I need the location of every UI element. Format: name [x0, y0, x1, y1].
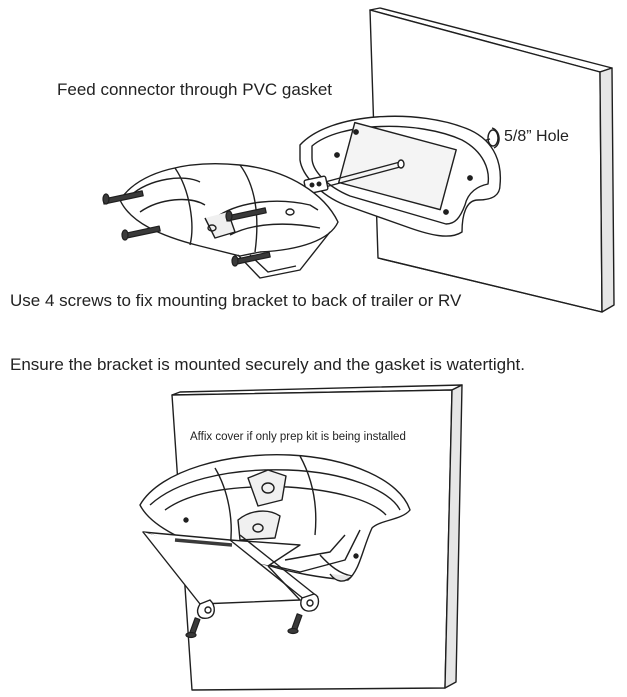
ensure-instruction: Ensure the bracket is mounted securely a… — [10, 355, 525, 374]
screw-top-3 — [225, 207, 267, 222]
screw-bottom-left — [185, 617, 201, 639]
affix-cover-label: Affix cover if only prep kit is being in… — [190, 431, 406, 443]
affix-cover-plate — [142, 531, 320, 619]
screw-top-1 — [102, 190, 144, 205]
screw-top-4 — [231, 251, 271, 267]
pvc-gasket — [299, 115, 502, 237]
feed-connector-label: Feed connector through PVC gasket — [57, 80, 332, 99]
hole-size-label: 5/8” Hole — [504, 128, 569, 145]
screw-top-2 — [121, 225, 161, 241]
bottom-installed-view — [139, 384, 463, 691]
screws-instruction: Use 4 screws to fix mounting bracket to … — [10, 291, 462, 310]
screw-bottom-right — [287, 613, 303, 635]
installed-bracket — [139, 453, 411, 582]
